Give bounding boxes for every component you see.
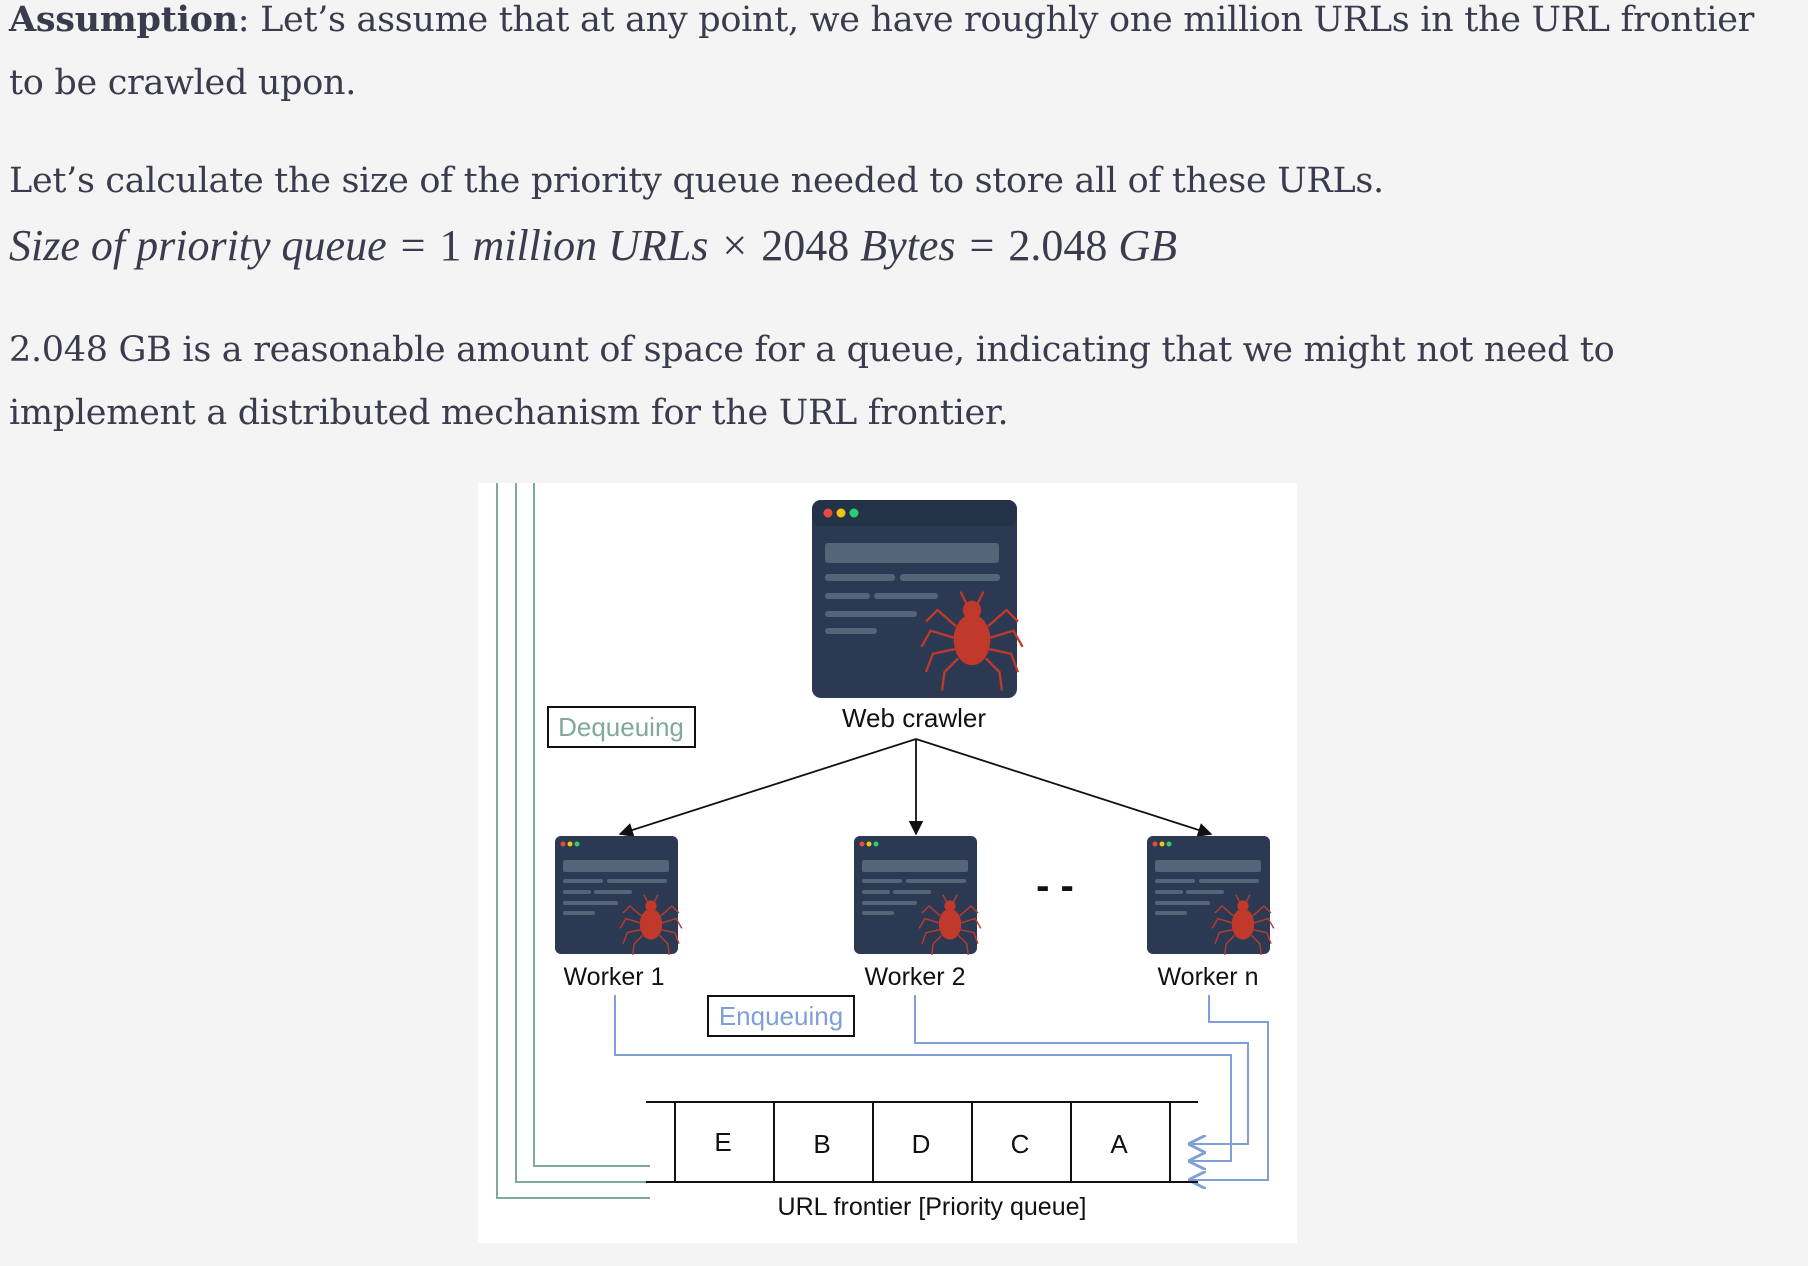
enqueuing-label: Enqueuing	[719, 1001, 843, 1031]
formula-eq1: =	[400, 221, 426, 270]
enqueuing-lines	[614, 995, 1269, 1180]
assumption-label: Assumption	[9, 0, 238, 40]
queue-item: C	[1011, 1129, 1030, 1159]
size-formula: Size of priority queue = 1 million URLs × 20…	[9, 216, 1177, 276]
web-crawler-window	[812, 500, 1024, 698]
worker-1-label: Worker 1	[564, 963, 665, 991]
worker-2-label: Worker 2	[865, 963, 966, 991]
dequeuing-lines	[496, 483, 650, 1199]
worker-n-label: Worker n	[1158, 963, 1259, 991]
calc-intro-paragraph: Let’s calculate the size of the priority…	[9, 161, 1384, 201]
formula-lhs: Size of priority queue	[9, 221, 387, 270]
enqueuing-box	[707, 995, 855, 1037]
formula-times: ×	[722, 221, 748, 270]
crawler-architecture-diagram: Web crawler Dequeuing	[478, 483, 1297, 1243]
worker-2-window	[854, 836, 982, 956]
worker-1-window	[555, 836, 683, 956]
url-frontier-queue	[646, 1101, 1198, 1183]
workers-ellipsis: - -	[1036, 864, 1074, 908]
assumption-paragraph: Assumption: Let’s assume that at any poi…	[9, 0, 1789, 115]
crawler-to-worker-arrows	[618, 738, 1213, 837]
conclusion-paragraph: 2.048 GB is a reasonable amount of space…	[9, 330, 1615, 433]
queue-item: D	[912, 1129, 931, 1159]
dequeuing-label: Dequeuing	[558, 712, 684, 742]
assumption-text: : Let’s assume that at any point, we hav…	[9, 0, 1755, 103]
queue-item: B	[813, 1129, 830, 1159]
web-crawler-label: Web crawler	[842, 703, 986, 733]
queue-item: A	[1110, 1129, 1128, 1159]
formula-term2-num: 2048	[761, 221, 850, 270]
formula-term2-text: Bytes	[860, 221, 956, 270]
worker-n-window	[1147, 836, 1275, 956]
formula-eq2: =	[969, 221, 995, 270]
formula-result-unit: GB	[1118, 221, 1177, 270]
dequeuing-box	[547, 706, 696, 748]
url-frontier-label: URL frontier [Priority queue]	[778, 1193, 1087, 1221]
formula-term1-num: 1	[439, 221, 462, 270]
formula-result-num: 2.048	[1008, 221, 1108, 270]
queue-item: E	[714, 1127, 731, 1157]
formula-term1-text: million URLs	[472, 221, 709, 270]
